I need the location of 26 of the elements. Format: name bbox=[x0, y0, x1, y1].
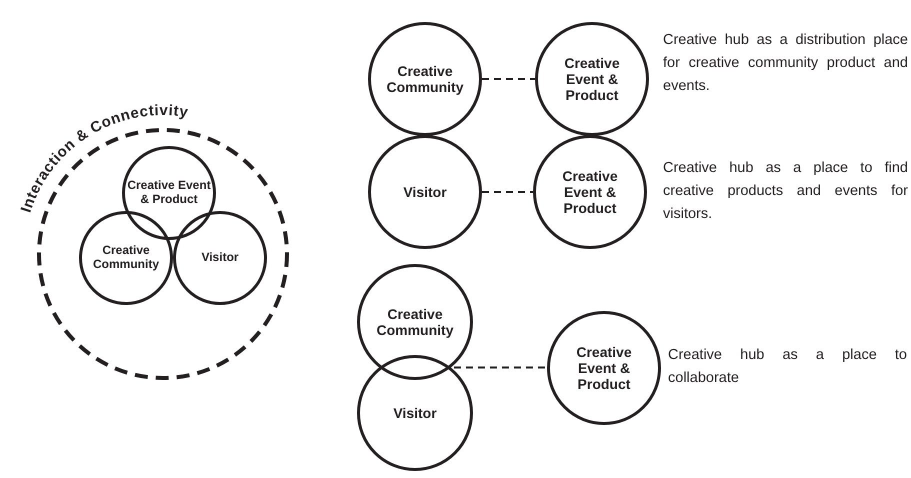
circle-node bbox=[533, 135, 647, 249]
description-text: Creative hub as a distribution place for creative community product and events. bbox=[663, 31, 908, 96]
circle-node bbox=[79, 211, 173, 305]
node-label: Creative Community bbox=[376, 306, 454, 338]
node-label: Creative Event & Product bbox=[575, 344, 633, 392]
circle-node bbox=[547, 311, 661, 425]
circle-node bbox=[173, 211, 267, 305]
node-label: Creative Event & Product bbox=[127, 179, 211, 207]
node-label: Creative Event & Product bbox=[561, 168, 619, 216]
dashed-connector bbox=[454, 366, 547, 368]
description-text: Creative hub as a place to find creative products and events for visitors. bbox=[663, 159, 908, 224]
circle-node bbox=[357, 264, 473, 380]
node-label: Creative Community bbox=[92, 244, 160, 272]
circle-node bbox=[122, 146, 216, 240]
circle-node bbox=[535, 22, 649, 136]
node-label: Creative Event & Product bbox=[563, 54, 621, 104]
description-text: Creative hub as a place to collaborate bbox=[668, 346, 907, 388]
node-label: Visitor bbox=[393, 404, 437, 422]
node-label: Creative Community bbox=[386, 62, 464, 96]
circle-node bbox=[368, 22, 482, 136]
node-label: Visitor bbox=[201, 251, 239, 265]
dashed-connector bbox=[482, 191, 533, 193]
dashed-connector bbox=[482, 78, 535, 80]
circle-node bbox=[357, 355, 473, 471]
circle-node bbox=[368, 135, 482, 249]
node-label: Visitor bbox=[403, 184, 447, 200]
